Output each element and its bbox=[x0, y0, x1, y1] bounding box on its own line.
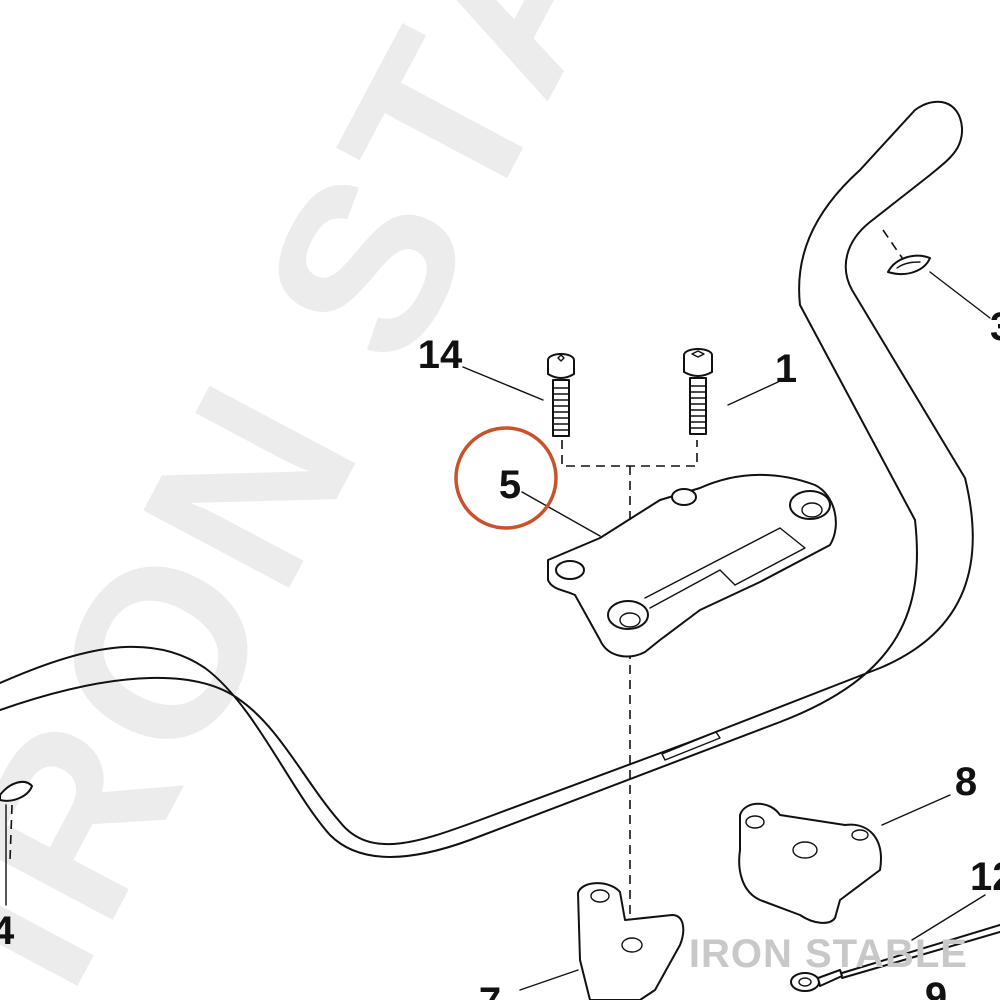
screw-1 bbox=[683, 348, 713, 435]
callout-7: 7 bbox=[479, 980, 501, 1000]
callout-4: 4 bbox=[0, 909, 15, 953]
washer-4 bbox=[0, 780, 33, 802]
top-clamp-5 bbox=[547, 473, 837, 658]
screw-14 bbox=[547, 353, 575, 437]
callout-5: 5 bbox=[499, 463, 521, 507]
handlebar bbox=[0, 100, 974, 858]
callout-1: 1 bbox=[775, 347, 797, 391]
brand-logo: IRON STABLE bbox=[689, 932, 968, 976]
callout-12: 12 bbox=[970, 855, 1000, 899]
callout-9: 9 bbox=[925, 975, 947, 1000]
callout-3: 3 bbox=[990, 305, 1000, 349]
riser-8 bbox=[738, 802, 882, 924]
callout-8: 8 bbox=[955, 760, 977, 804]
callouts: 14 1 5 3 8 12 4 7 9 bbox=[0, 305, 1000, 1000]
washer-3 bbox=[887, 254, 931, 276]
highlight-ring bbox=[454, 426, 558, 530]
callout-14: 14 bbox=[418, 333, 463, 377]
ring-terminal-9 bbox=[790, 924, 1000, 992]
riser-7 bbox=[577, 882, 685, 1000]
leader-lines bbox=[5, 271, 991, 991]
